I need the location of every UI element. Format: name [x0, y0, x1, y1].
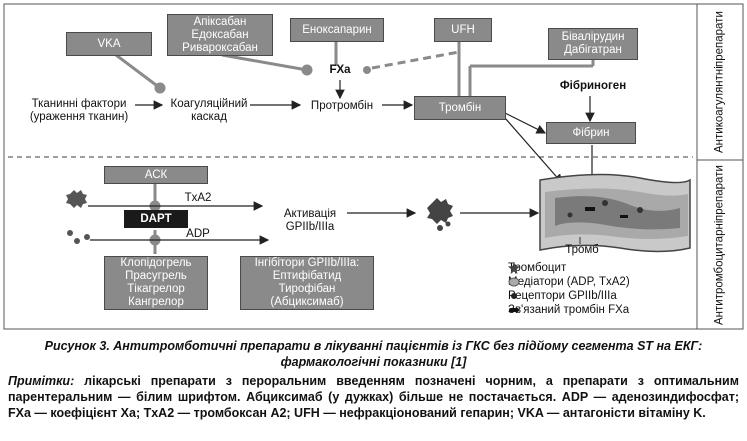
drug-apixaban: Апіксабан — [193, 15, 247, 28]
coag-cascade-label: Коагуляційний каскад — [164, 98, 254, 124]
side-label-antiplatelet: Антитромбоцитарні препарати — [698, 162, 742, 328]
drug-tirofiban: Тирофібан — [278, 283, 336, 295]
dti-box: Бівалірудин Дабігатран — [548, 28, 638, 60]
thrombus-label: Тромб — [565, 244, 599, 256]
vka-box: VKA — [66, 32, 152, 56]
fibrin-label: Фібрин — [572, 126, 610, 139]
figure-notes: Примітки: лікарські препарати з перораль… — [8, 373, 739, 421]
legend-label-receptor: Рецептори GPIIb/IIIa — [508, 290, 617, 302]
diagram-lines — [3, 3, 744, 330]
activation-label: Активація GPIIb/IIIa — [270, 208, 350, 234]
coag-cascade-line2: каскад — [191, 111, 227, 123]
notes-text: лікарські препарати з пероральним введен… — [8, 374, 739, 420]
thrombin-label: Тромбін — [438, 101, 482, 114]
platelet-cluster-mid — [427, 198, 453, 231]
ack-label: АСК — [144, 168, 168, 181]
drug-bivalirudin: Бівалірудин — [561, 31, 625, 43]
vessel-thrombus — [539, 173, 691, 253]
receptor-icon — [511, 293, 517, 299]
drug-prasugrel: Прасугрель — [125, 270, 187, 282]
legend-label-mediator: Медіатори (ADP, TxA2) — [508, 276, 630, 288]
drug-abciximab: (Абциксимаб) — [270, 296, 344, 308]
tissue-factors-line1: Тканинні фактори — [31, 98, 127, 110]
enoxaparin-box: Еноксапарин — [290, 18, 384, 42]
side-antiplatelet-line1: Антитромбоцитарні — [713, 220, 726, 326]
side-antiplatelet-line2: препарати — [713, 164, 726, 221]
figure-caption: Рисунок 3. Антитромботичні препарати в л… — [44, 339, 703, 369]
legend-label-platelet: Тромбоцит — [508, 262, 567, 274]
fibrin-box: Фібрин — [546, 122, 636, 144]
gp-inhibitors-title: Інгібітори GPIIb/IIIa: — [254, 257, 360, 269]
ack-box: АСК — [104, 166, 208, 184]
dapt-label: DAPT — [140, 213, 172, 225]
txa2-label: TxA2 — [184, 192, 212, 204]
dapt-box: DAPT — [124, 210, 188, 228]
ufh-box: UFH — [434, 18, 492, 42]
drug-dabigatran: Дабігатран — [564, 44, 622, 56]
side-label-anticoagulant: Антикоагулянтні препарати — [698, 6, 742, 158]
notes-prefix: Примітки: — [8, 374, 75, 388]
drug-edoxaban: Едоксабан — [191, 28, 249, 41]
vka-label: VKA — [97, 37, 121, 50]
fxa-label: FXa — [329, 64, 351, 76]
prothrombin-label: Протромбін — [310, 100, 374, 112]
adp-label: ADP — [186, 228, 210, 240]
drug-cangrelor: Кангрелор — [128, 296, 184, 308]
legend-item-mediator: Медіатори (ADP, TxA2) — [508, 276, 630, 288]
enoxaparin-label: Еноксапарин — [302, 23, 372, 36]
p2y12-box: Клопідогрель Прасугрель Тікагрелор Кангр… — [104, 256, 208, 310]
legend-item-platelet: Тромбоцит — [508, 262, 566, 274]
bound-thrombin-icon — [509, 308, 519, 312]
side-anticoag-line2: препарати — [713, 10, 726, 67]
diagram-figure: VKA Апіксабан Едоксабан Ривароксабан Ено… — [3, 3, 744, 330]
legend-label-bound-thrombin: Зв'язаний тромбін FXa — [508, 304, 630, 316]
tissue-factors-line2: (ураження тканин) — [29, 111, 129, 123]
activation-line2: GPIIb/IIIa — [285, 221, 335, 233]
xa-inhibitors-box: Апіксабан Едоксабан Ривароксабан — [167, 14, 273, 56]
gp-inhibitors-box: Інгібітори GPIIb/IIIa: Ептифібатид Тироф… — [240, 256, 374, 310]
ufh-label: UFH — [451, 23, 475, 36]
drug-ticagrelor: Тікагрелор — [127, 283, 185, 295]
side-anticoag-line1: Антикоагулянтні — [713, 66, 726, 154]
activation-line1: Активація — [283, 208, 337, 220]
platelet-cluster-left — [66, 190, 90, 244]
legend-item-receptor: Рецептори GPIIb/IIIa — [508, 290, 617, 302]
legend-item-bound-thrombin: Зв'язаний тромбін FXa — [508, 304, 629, 316]
coag-cascade-line1: Коагуляційний — [170, 98, 248, 110]
thrombin-box: Тромбін — [414, 96, 506, 120]
fibrinogen-label: Фібриноген — [559, 80, 627, 92]
platelet-icon — [508, 262, 520, 274]
tissue-factors-label: Тканинні фактори (ураження тканин) — [20, 98, 138, 124]
drug-clopidogrel: Клопідогрель — [120, 257, 192, 269]
drug-rivaroxaban: Ривароксабан — [182, 41, 258, 54]
drug-eptifibatide: Ептифібатид — [272, 270, 342, 282]
mediator-icon — [508, 277, 520, 287]
